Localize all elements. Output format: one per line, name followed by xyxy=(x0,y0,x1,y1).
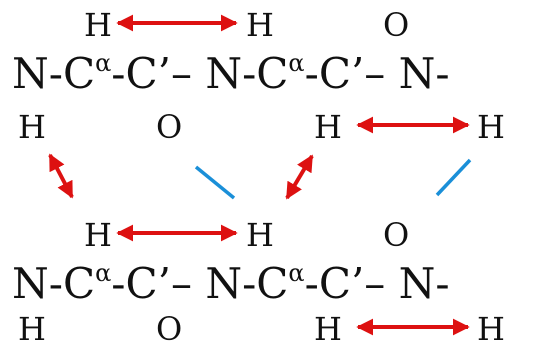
top-above-o1: O xyxy=(383,6,409,44)
bottom-backbone-seg2: -C’– N-C xyxy=(111,259,288,308)
bottom-backbone-seg1: N-C xyxy=(12,259,95,308)
top-strand: H H O N-Cα-C’– N-Cα-C’– N- H O H H xyxy=(12,6,505,146)
interaction-arrows xyxy=(48,14,470,336)
arrow-center-diagonal xyxy=(285,154,314,200)
top-backbone-seg3: -C’– N- xyxy=(305,49,450,98)
top-above-h1: H xyxy=(84,6,112,44)
hydrogen-bonds xyxy=(194,158,472,200)
top-backbone: N-Cα-C’– N-Cα-C’– N- xyxy=(12,49,450,98)
top-below-h2: H xyxy=(314,108,342,146)
bottom-backbone-alpha2: α xyxy=(288,259,304,287)
bottom-above-o1: O xyxy=(383,216,409,254)
h-bond-left xyxy=(194,165,236,200)
top-backbone-alpha1: α xyxy=(95,49,111,77)
bottom-backbone-seg3: -C’– N- xyxy=(305,259,450,308)
top-backbone-alpha2: α xyxy=(288,49,304,77)
bottom-strand: H H O N-Cα-C’– N-Cα-C’– N- H O H H xyxy=(12,216,505,348)
bottom-below-h2: H xyxy=(314,310,342,348)
arrow-left-diagonal xyxy=(48,153,74,199)
h-bond-right xyxy=(435,158,472,197)
bottom-backbone-alpha1: α xyxy=(95,259,111,287)
bottom-below-h3: H xyxy=(477,310,505,348)
top-above-h2: H xyxy=(246,6,274,44)
top-backbone-seg2: -C’– N-C xyxy=(111,49,288,98)
bottom-below-o1: O xyxy=(156,310,182,348)
top-below-o1: O xyxy=(156,108,182,146)
bottom-backbone: N-Cα-C’– N-Cα-C’– N- xyxy=(12,259,450,308)
bottom-below-h1: H xyxy=(18,310,46,348)
bottom-above-h1: H xyxy=(84,216,112,254)
top-below-h3: H xyxy=(477,108,505,146)
top-below-h1: H xyxy=(18,108,46,146)
bottom-above-h2: H xyxy=(246,216,274,254)
top-backbone-seg1: N-C xyxy=(12,49,95,98)
